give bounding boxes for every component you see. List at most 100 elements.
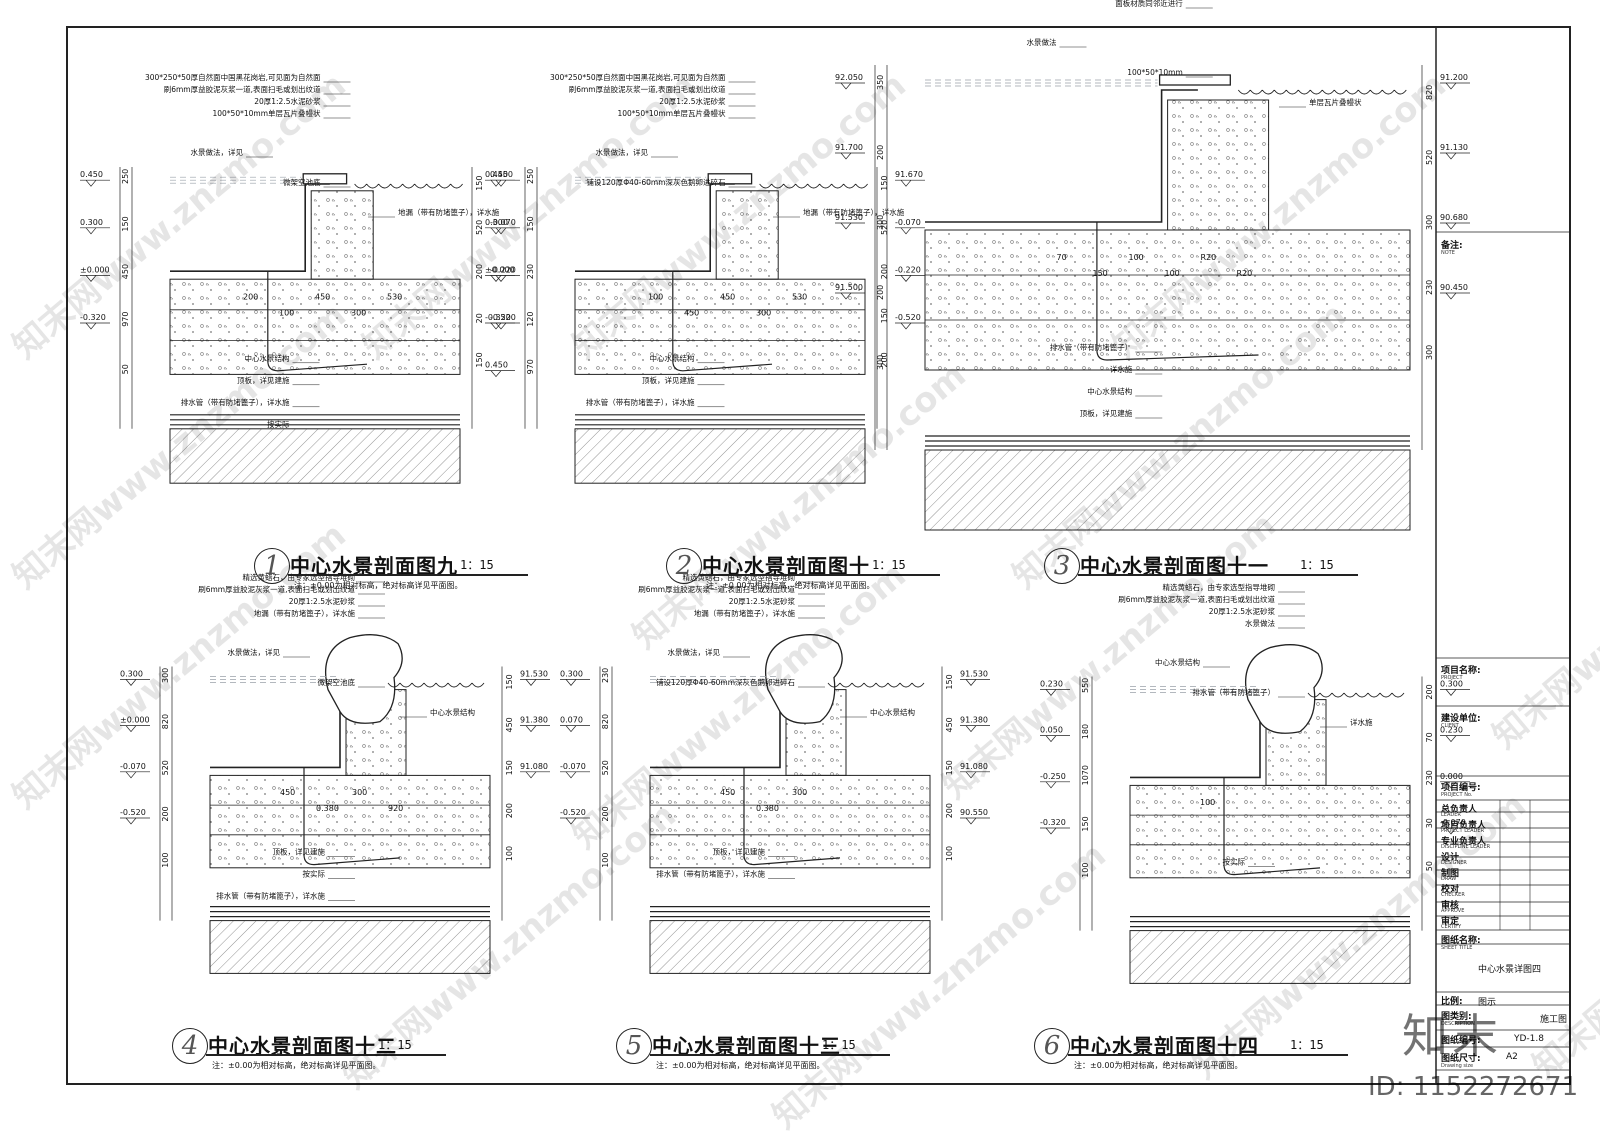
section-3-elevation-marker: 91.700 (835, 143, 865, 160)
section-3-elevation-marker: 91.130 (1440, 143, 1470, 160)
section-5-drain-pipe (743, 767, 841, 866)
section-5-dim-text: 450 (720, 788, 735, 797)
role-label-1: 项目负责人 (1441, 821, 1487, 831)
section-4-elevation-text: 91.380 (520, 716, 548, 725)
section-2-elevation-marker: 0.300 (485, 218, 515, 235)
section-underline-4 (206, 1054, 446, 1056)
section-5-elevation-marker: 91.080 (960, 762, 990, 779)
section-3-elevation-text: 90.450 (1440, 283, 1468, 292)
section-4-dim-text: 100 (161, 853, 170, 868)
section-1-dim-text: 20 (475, 313, 484, 323)
section-number-5: 5 (616, 1028, 652, 1064)
section-6-label: 20厚1:2.5水泥砂浆 (1209, 606, 1276, 616)
section-underline-3 (1078, 574, 1358, 576)
section-3-label: 排水管（带有防堵篦子） (1050, 342, 1133, 352)
section-2-elevation-text: -0.520 (895, 313, 921, 322)
section-1-dim-text: 970 (121, 312, 130, 327)
section-1-planting (354, 183, 463, 189)
section-5-drawing: 2308205202001001504501502001004500.38030… (560, 572, 990, 974)
section-2-elevation-marker: ±0.000 (485, 265, 515, 282)
role-sub-0: LEADER (1441, 812, 1461, 818)
section-5-elevation-marker: -0.520 (560, 808, 590, 825)
section-3-dim-text: 300 (1425, 215, 1434, 230)
section-3-dim-text: 200 (876, 145, 885, 160)
section-1-dim-text: 200 (475, 264, 484, 279)
section-1-dim-text: 150 (475, 176, 484, 191)
section-4-elevation-marker: -0.520 (120, 808, 150, 825)
section-4-elevation-marker: 91.080 (520, 762, 550, 779)
section-6-label: 排水管（带有防堵篦子） (1193, 687, 1276, 697)
section-4-elevation-marker: 0.300 (120, 669, 150, 686)
section-2-label: 排水管（带有防堵篦子），详水施 (586, 397, 695, 407)
section-1-elevation-marker: 0.300 (80, 218, 110, 235)
section-2-wall (715, 190, 779, 280)
section-3-dim-text: 300 (876, 215, 885, 230)
section-2-elevation-marker: 0.450 (485, 170, 515, 187)
section-4-dim-text: 520 (161, 760, 170, 775)
section-5-rock (764, 634, 843, 724)
section-number-2: 2 (666, 548, 702, 584)
sheet-title-label: 图纸名称: (1441, 936, 1481, 946)
section-4-label: 排水管（带有防堵篦子），详水施 (216, 891, 325, 901)
section-3-label: 顶板，详见建施 (1080, 408, 1133, 418)
section-1-coping (302, 173, 348, 185)
section-scale-4: 1：15 (378, 1038, 412, 1052)
section-1-label: 300*250*50厚自然面中国黑花岗岩,可见面为自然面 (145, 72, 321, 82)
section-2-elevation-text: 91.670 (895, 170, 923, 179)
section-6-elevation-text: -0.250 (1040, 772, 1066, 781)
section-2-drawing: 2501502301209701505202001502001004504503… (485, 72, 925, 484)
section-5-planting (827, 682, 925, 688)
section-number-1: 1 (254, 548, 290, 584)
section-4-dim-text: 300 (352, 788, 367, 797)
section-6-dim-text: 550 (1081, 678, 1090, 693)
section-5-elevation-marker: -0.070 (560, 762, 590, 779)
section-4-dim-text: 200 (161, 806, 170, 821)
section-1-dim-text: 300 (351, 309, 366, 318)
section-3-dim-text: R20 (1201, 253, 1217, 262)
section-scale-5: 1：15 (822, 1038, 856, 1052)
section-6-elevation-text: -0.320 (1040, 818, 1066, 827)
size-sub: Drawing size (1441, 1063, 1474, 1069)
section-4-label: 微架空池底 (318, 677, 356, 687)
section-3-structure (924, 229, 1411, 371)
section-1-drain-pipe (267, 271, 368, 372)
section-1-elevation-text: -0.320 (80, 313, 106, 322)
section-number-4: 4 (172, 1028, 208, 1064)
section-1-label: 中心水景结构 (245, 353, 290, 363)
section-4-dim-text: 450 (280, 788, 295, 797)
section-6-drain-pipe (1223, 777, 1321, 876)
section-scale-2: 1：15 (872, 558, 906, 572)
section-5-label: 排水管（带有防堵篦子），详水施 (656, 869, 765, 879)
section-3-dim-text: 230 (1425, 280, 1434, 295)
role-label-6: 审核 (1441, 901, 1460, 911)
section-3-dim-text: 200 (876, 285, 885, 300)
sheet-no-label: 图纸编号: (1441, 1036, 1481, 1046)
scale-label: 比例: (1441, 997, 1463, 1007)
role-label-4: 制图 (1441, 869, 1460, 879)
section-2-dim-text: 150 (526, 216, 535, 231)
section-2-elevation-marker: 0.450 (485, 361, 515, 378)
section-2-label: 水景做法，详见 (596, 147, 649, 157)
section-5-dim-text: 100 (945, 846, 954, 861)
id-watermark: ID: 1152272671 (1368, 1072, 1579, 1102)
section-5-elevation-marker: 90.550 (960, 808, 990, 825)
section-4-label: 精选黄蜡石，由专家选型指导堆砌 (243, 572, 356, 582)
desc-value: 施工图 (1540, 1015, 1568, 1025)
section-note-5: 注：±0.00为相对标高，绝对标高详见平面图。 (656, 1061, 825, 1070)
section-1-label: 顶板，详见建施 (237, 375, 290, 385)
section-2-dim-text: 450 (684, 309, 699, 318)
section-1-dim-text: 200 (243, 293, 258, 302)
section-2-elevation-marker: 91.670 (895, 170, 925, 187)
section-6-elevation-text: 0.000 (1440, 772, 1463, 781)
section-3-dim-text: 70 (1057, 253, 1067, 262)
section-3-elevation-marker: 91.500 (835, 283, 865, 300)
section-3-label: 水景做法 (1027, 37, 1057, 47)
section-3-elevation-text: 91.200 (1440, 73, 1468, 82)
section-5-dim-text: 520 (601, 760, 610, 775)
section-2-elevation-text: 0.450 (485, 361, 508, 370)
section-1-label: 100*50*10mm单层瓦片叠幔状 (212, 108, 321, 118)
section-3-elevation-text: 90.680 (1440, 213, 1468, 222)
project-label: 项目名称: (1441, 666, 1481, 676)
section-5-dim-text: 200 (601, 806, 610, 821)
section-2-dim-text: 520 (880, 220, 889, 235)
